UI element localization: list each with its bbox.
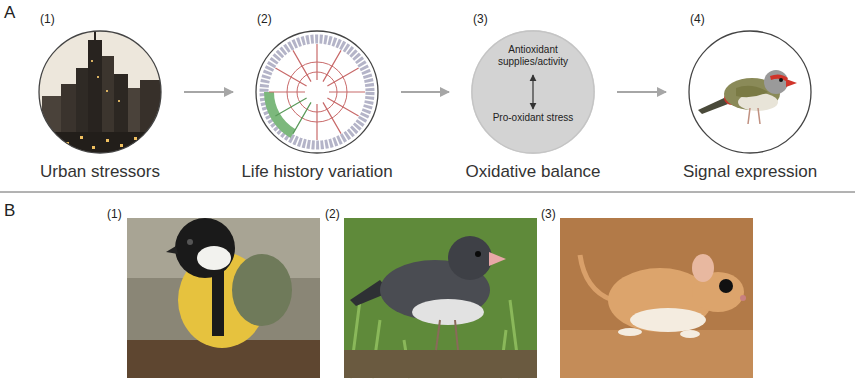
panel-letter: B [4, 201, 15, 221]
circle-outline [38, 30, 162, 154]
flow-arrow [401, 91, 449, 93]
junco-photo [344, 218, 537, 378]
circle-outline [688, 30, 812, 154]
callout-number: (1) [40, 12, 55, 26]
stage-circle: Antioxidant supplies/activityPro-oxidant… [471, 30, 595, 154]
callout-number: (3) [473, 12, 488, 26]
circle-outline [255, 30, 379, 154]
balance-text: Antioxidant supplies/activity [483, 44, 583, 68]
circle-border [256, 31, 378, 153]
circle-border [39, 31, 161, 153]
rodent-photo [560, 218, 753, 378]
stage-caption: Oxidative balance [465, 162, 600, 182]
callout-number: (2) [325, 207, 340, 221]
circle-border [472, 31, 594, 153]
callout-number: (2) [257, 12, 272, 26]
callout-number: (1) [107, 207, 122, 221]
divider-line [0, 192, 855, 193]
city-skyline [36, 28, 166, 166]
stage-circle: Urban stressors [38, 30, 162, 154]
stage-caption: Life history variation [241, 162, 392, 182]
balance-disc [471, 30, 595, 154]
flow-arrow [184, 91, 233, 93]
stage-caption: Signal expression [683, 162, 817, 182]
stage-circle: Signal expression [688, 30, 812, 154]
great-tit-photo [127, 218, 320, 378]
flow-arrow [617, 91, 666, 93]
stage-caption: Urban stressors [40, 162, 160, 182]
circle-border [689, 31, 811, 153]
finch-drawing [698, 70, 797, 124]
callout-number: (4) [690, 12, 705, 26]
callout-number: (3) [541, 207, 556, 221]
panel-letter: A [4, 3, 15, 23]
phylogeny-tree [264, 39, 370, 145]
balance-text: Pro-oxidant stress [483, 112, 583, 124]
stage-circle: Life history variation [255, 30, 379, 154]
